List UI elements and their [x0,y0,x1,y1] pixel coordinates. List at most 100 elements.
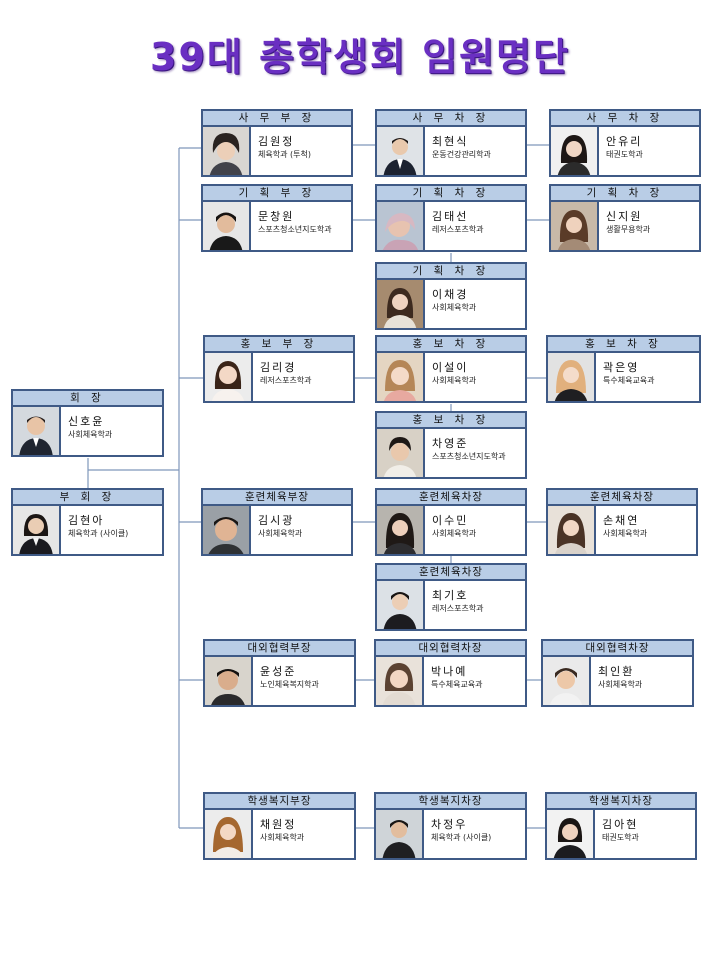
member-photo [205,657,253,705]
member-card-training-deputy-3: 훈련체육차장 최기호 레저스포츠학과 [375,563,527,631]
member-card-training-deputy-1: 훈련체육차장 이수민 사회체육학과 [375,488,527,556]
member-name: 채원정 [260,818,297,831]
member-photo [205,353,253,401]
member-card-planning-deputy-3: 기 획 차 장 이채경 사회체육학과 [375,262,527,330]
member-dept: 특수체육교육과 [431,680,483,689]
member-name: 차영준 [432,437,469,450]
member-photo [377,581,425,629]
member-name: 윤성준 [260,665,297,678]
role-label: 사 무 차 장 [377,111,525,127]
role-label: 대외협력차장 [543,641,692,657]
member-photo [203,506,251,554]
role-label: 학생복지차장 [547,794,695,810]
member-card-pr-deputy-1: 홍 보 차 장 이설이 사회체육학과 [375,335,527,403]
member-dept: 생활무용학과 [606,225,651,234]
role-label: 홍 보 차 장 [377,337,525,353]
member-card-planning-deputy-2: 기 획 차 장 신지원 생활무용학과 [549,184,701,252]
role-label: 사 무 부 장 [203,111,351,127]
member-card-admin-dept-head: 사 무 부 장 김원정 체육학과 (투척) [201,109,353,177]
role-label: 훈련체육차장 [377,565,525,581]
role-label: 기 획 차 장 [377,264,525,280]
member-dept: 사회체육학과 [68,430,113,439]
member-card-planning-dept-head: 기 획 부 장 문창원 스포츠청소년지도학과 [201,184,353,252]
member-dept: 사회체육학과 [258,529,303,538]
member-name: 신지원 [606,210,643,223]
member-card-welfare-deputy-1: 학생복지차장 차정우 체육학과 (사이클) [374,792,527,860]
member-name: 차정우 [431,818,468,831]
member-card-pr-deputy-2: 홍 보 차 장 곽은영 특수체육교육과 [546,335,701,403]
member-name: 안유리 [606,135,643,148]
member-photo [543,657,591,705]
member-name: 박나예 [431,665,468,678]
member-dept: 사회체육학과 [603,529,648,538]
member-photo [203,202,251,250]
member-dept: 레저스포츠학과 [432,225,484,234]
member-name: 최인환 [598,665,635,678]
role-label: 기 획 차 장 [377,186,525,202]
page-title: 39대 총학생회 임원명단 [150,35,570,79]
member-card-pr-dept-head: 홍 보 부 장 김리경 레저스포츠학과 [203,335,355,403]
member-dept: 스포츠청소년지도학과 [432,452,506,461]
member-photo [377,280,425,328]
member-photo [377,127,425,175]
member-card-external-deputy-2: 대외협력차장 최인환 사회체육학과 [541,639,694,707]
role-label: 훈련체육부장 [203,490,351,506]
role-label: 훈련체육차장 [377,490,525,506]
member-name: 김원정 [258,135,295,148]
member-photo [547,810,595,858]
member-photo [377,202,425,250]
member-photo [13,506,61,554]
role-label: 대외협력차장 [376,641,525,657]
member-name: 곽은영 [603,361,640,374]
member-card-external-deputy-1: 대외협력차장 박나예 특수체육교육과 [374,639,527,707]
member-photo [377,353,425,401]
role-label: 사 무 차 장 [551,111,699,127]
member-card-welfare-dept-head: 학생복지부장 채원정 사회체육학과 [203,792,356,860]
member-photo [377,429,425,477]
role-label: 홍 보 차 장 [548,337,699,353]
member-name: 이수민 [432,514,469,527]
member-name: 최기호 [432,589,469,602]
member-dept: 운동건강관리학과 [432,150,491,159]
role-label: 기 획 부 장 [203,186,351,202]
role-label: 훈련체육차장 [548,490,696,506]
member-photo [376,657,424,705]
member-photo [548,353,596,401]
member-dept: 레저스포츠학과 [432,604,484,613]
member-name: 김아현 [602,818,639,831]
member-name: 김현아 [68,514,105,527]
role-label: 대외협력부장 [205,641,354,657]
member-card-president: 회 장 신호윤 사회체육학과 [11,389,164,457]
role-label: 회 장 [13,391,162,407]
member-photo [377,506,425,554]
member-dept: 체육학과 (투척) [258,150,311,159]
member-card-pr-deputy-3: 홍 보 차 장 차영준 스포츠청소년지도학과 [375,411,527,479]
member-card-external-dept-head: 대외협력부장 윤성준 노인체육복지학과 [203,639,356,707]
member-card-welfare-deputy-2: 학생복지차장 김아현 태권도학과 [545,792,697,860]
member-photo [551,202,599,250]
member-dept: 사회체육학과 [432,529,477,538]
member-name: 문창원 [258,210,295,223]
member-dept: 체육학과 (사이클) [431,833,492,842]
role-label: 홍 보 차 장 [377,413,525,429]
member-card-vice-president: 부 회 장 김현아 체육학과 (사이클) [11,488,164,556]
member-dept: 사회체육학과 [432,376,477,385]
member-dept: 태권도학과 [602,833,639,842]
member-dept: 레저스포츠학과 [260,376,312,385]
member-photo [551,127,599,175]
member-photo [376,810,424,858]
member-photo [203,127,251,175]
role-label: 학생복지차장 [376,794,525,810]
member-name: 김시광 [258,514,295,527]
role-label: 학생복지부장 [205,794,354,810]
member-name: 이채경 [432,288,469,301]
member-dept: 스포츠청소년지도학과 [258,225,332,234]
member-card-training-dept-head: 훈련체육부장 김시광 사회체육학과 [201,488,353,556]
member-card-planning-deputy-1: 기 획 차 장 김태선 레저스포츠학과 [375,184,527,252]
member-name: 이설이 [432,361,469,374]
member-photo [205,810,253,858]
member-dept: 사회체육학과 [432,303,477,312]
member-name: 김태선 [432,210,469,223]
role-label: 홍 보 부 장 [205,337,353,353]
member-card-training-deputy-2: 훈련체육차장 손채연 사회체육학과 [546,488,698,556]
